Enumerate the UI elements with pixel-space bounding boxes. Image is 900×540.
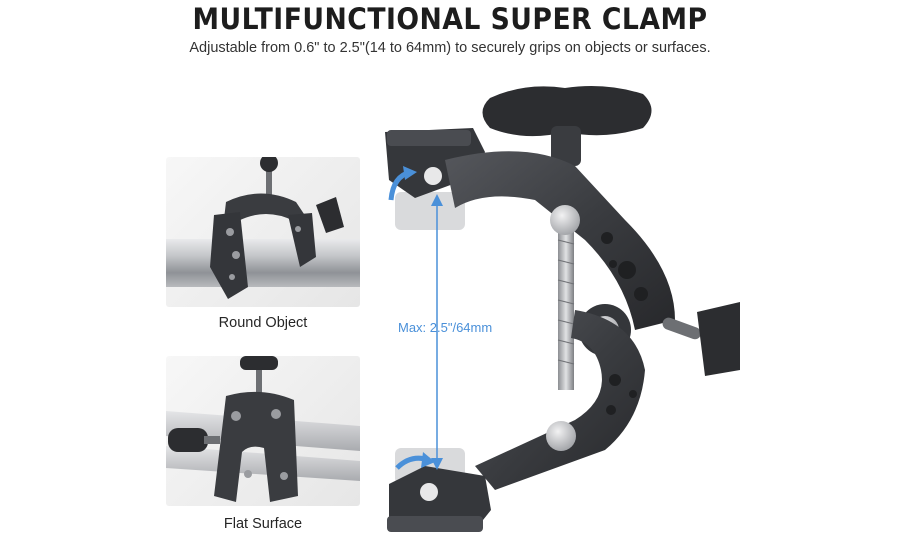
super-clamp-image (375, 80, 740, 540)
flat-surface-illustration (166, 356, 360, 502)
round-object-illustration (166, 157, 360, 299)
round-object-image (166, 157, 360, 307)
page-subtitle: Adjustable from 0.6" to 2.5"(14 to 64mm)… (189, 40, 711, 56)
super-clamp-illustration (385, 86, 740, 532)
round-object-caption: Round Object (218, 315, 308, 331)
flat-surface-caption: Flat Surface (223, 516, 303, 532)
max-opening-label: Max: 2.5"/64mm (398, 320, 493, 335)
page-title: MULTIFUNCTIONAL SUPER CLAMP (192, 2, 708, 36)
flat-surface-image (166, 356, 360, 506)
